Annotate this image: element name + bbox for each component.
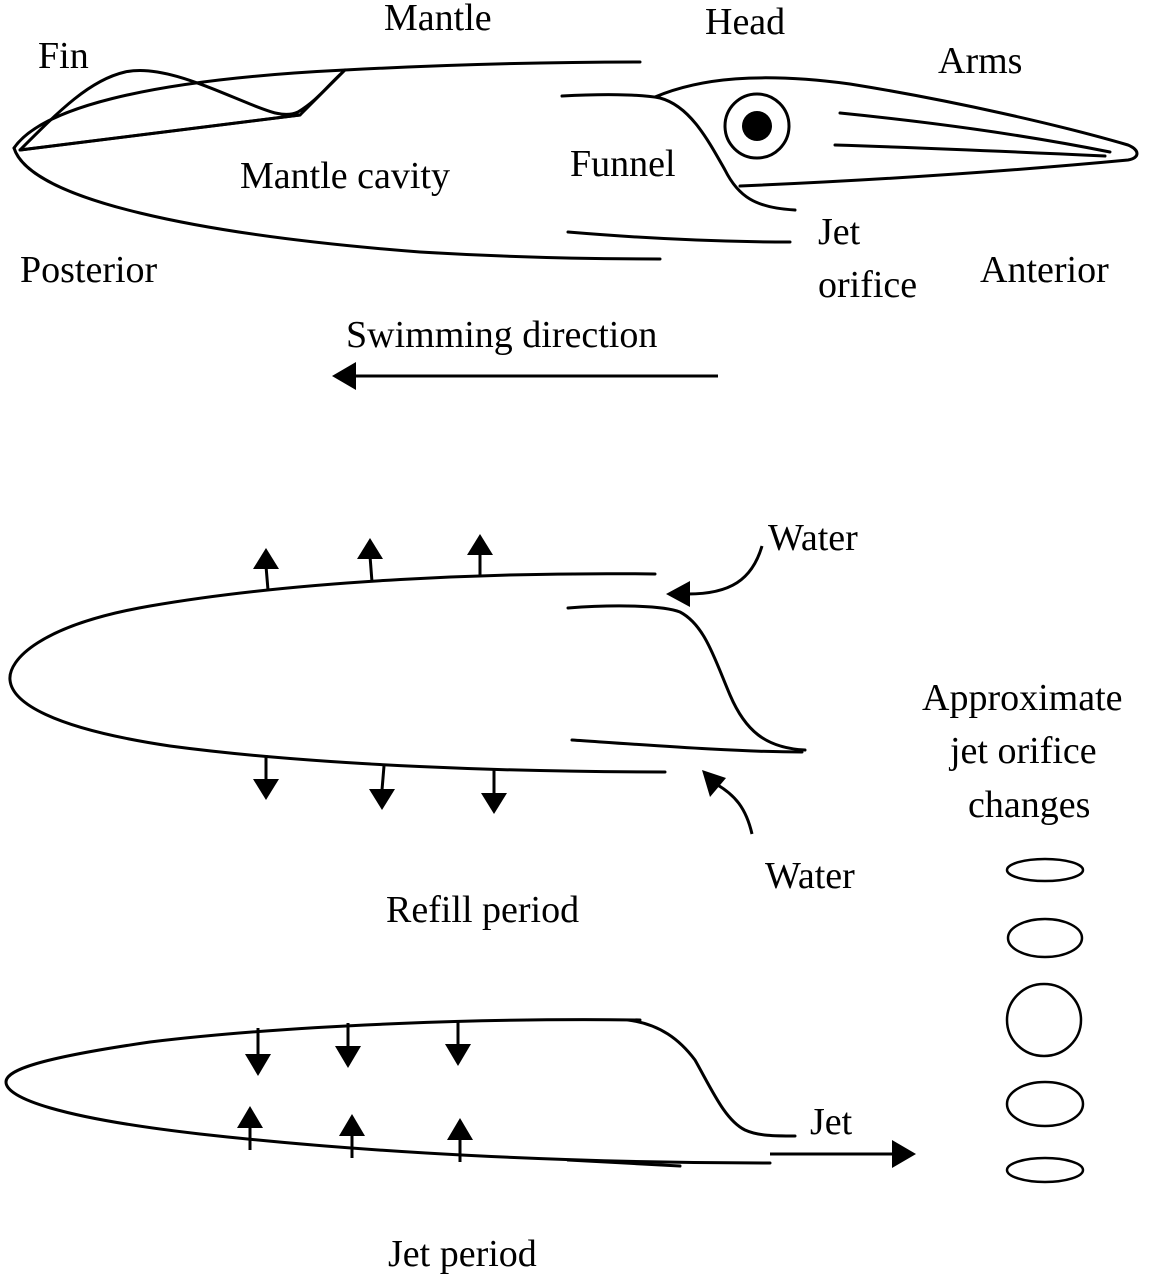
refill-mantle-outline bbox=[8, 572, 667, 774]
label-jet: Jet bbox=[810, 1101, 853, 1143]
water-inflow-arrow-top bbox=[666, 545, 764, 607]
label-posterior: Posterior bbox=[20, 249, 158, 291]
jet-inward-arrow-top-2 bbox=[335, 1023, 361, 1068]
refill-orifice-lower-line bbox=[570, 738, 804, 754]
label-mantle: Mantle bbox=[384, 0, 492, 39]
orifice-shape-3 bbox=[1005, 982, 1083, 1058]
label-orifice-title-2: jet orifice bbox=[948, 730, 1097, 772]
label-anterior: Anterior bbox=[980, 249, 1109, 291]
refill-outward-arrow-top-3 bbox=[467, 534, 493, 577]
refill-outward-arrow-top-1 bbox=[253, 548, 279, 591]
orifice-shape-4 bbox=[1005, 1080, 1085, 1128]
refill-funnel-line bbox=[566, 604, 807, 752]
label-orifice-title-1: Approximate bbox=[922, 677, 1123, 719]
orifice-changes: Approximate jet orifice changes bbox=[922, 677, 1123, 1184]
label-arms: Arms bbox=[938, 40, 1022, 82]
funnel-line bbox=[560, 93, 797, 212]
swimming-direction-arrow bbox=[332, 362, 718, 390]
label-mantle-cavity: Mantle cavity bbox=[240, 155, 450, 197]
label-swimming-direction: Swimming direction bbox=[346, 314, 657, 356]
head-arms-outline bbox=[653, 76, 1139, 188]
jet-funnel-line bbox=[626, 1018, 797, 1138]
mantle-top-edge bbox=[12, 60, 642, 150]
label-jet-orifice-1: Jet bbox=[818, 211, 861, 253]
refill-outward-arrow-bottom-1 bbox=[253, 755, 279, 800]
orifice-shape-5 bbox=[1005, 1156, 1085, 1184]
fin-base-line bbox=[18, 113, 302, 152]
jet-inward-arrow-bottom-3 bbox=[447, 1118, 473, 1162]
eye-outer bbox=[723, 92, 791, 160]
orifice-shape-2 bbox=[1006, 917, 1084, 959]
orifice-shape-1 bbox=[1005, 857, 1085, 883]
refill-outward-arrow-bottom-3 bbox=[481, 770, 507, 814]
fin-shape bbox=[18, 68, 347, 152]
label-jet-orifice-2: orifice bbox=[818, 264, 917, 306]
jet-inward-arrow-bottom-2 bbox=[339, 1114, 365, 1158]
label-funnel: Funnel bbox=[570, 143, 676, 185]
refill-outward-arrow-bottom-2 bbox=[369, 765, 395, 810]
mantle-bottom-edge bbox=[12, 146, 662, 261]
jet-orifice-lower-line bbox=[566, 230, 792, 244]
arm-line-2 bbox=[833, 143, 1107, 158]
jet-period-diagram: Jet Jet period bbox=[4, 1018, 916, 1275]
arm-line-1 bbox=[838, 111, 1112, 154]
jet-inward-arrow-bottom-1 bbox=[237, 1106, 263, 1150]
eye-pupil bbox=[742, 111, 772, 141]
label-orifice-title-3: changes bbox=[968, 784, 1090, 826]
jet-mantle-outline bbox=[4, 1018, 772, 1165]
jet-orifice-lower-line bbox=[566, 1158, 682, 1168]
label-refill-period: Refill period bbox=[386, 889, 579, 931]
water-inflow-arrow-bottom bbox=[702, 770, 754, 835]
label-head: Head bbox=[705, 1, 785, 43]
label-water-top: Water bbox=[768, 517, 858, 559]
label-fin: Fin bbox=[38, 35, 89, 77]
label-water-bottom: Water bbox=[765, 855, 855, 897]
jet-inward-arrow-top-3 bbox=[445, 1020, 471, 1066]
refill-period-diagram: Water Water Refill period bbox=[8, 517, 858, 931]
squid-anatomy: Fin Mantle Head Arms Mantle cavity Funne… bbox=[12, 0, 1139, 390]
label-jet-period: Jet period bbox=[388, 1233, 537, 1275]
jet-outflow-arrow bbox=[770, 1140, 916, 1168]
jet-inward-arrow-top-1 bbox=[245, 1028, 271, 1076]
refill-outward-arrow-top-2 bbox=[357, 538, 383, 583]
